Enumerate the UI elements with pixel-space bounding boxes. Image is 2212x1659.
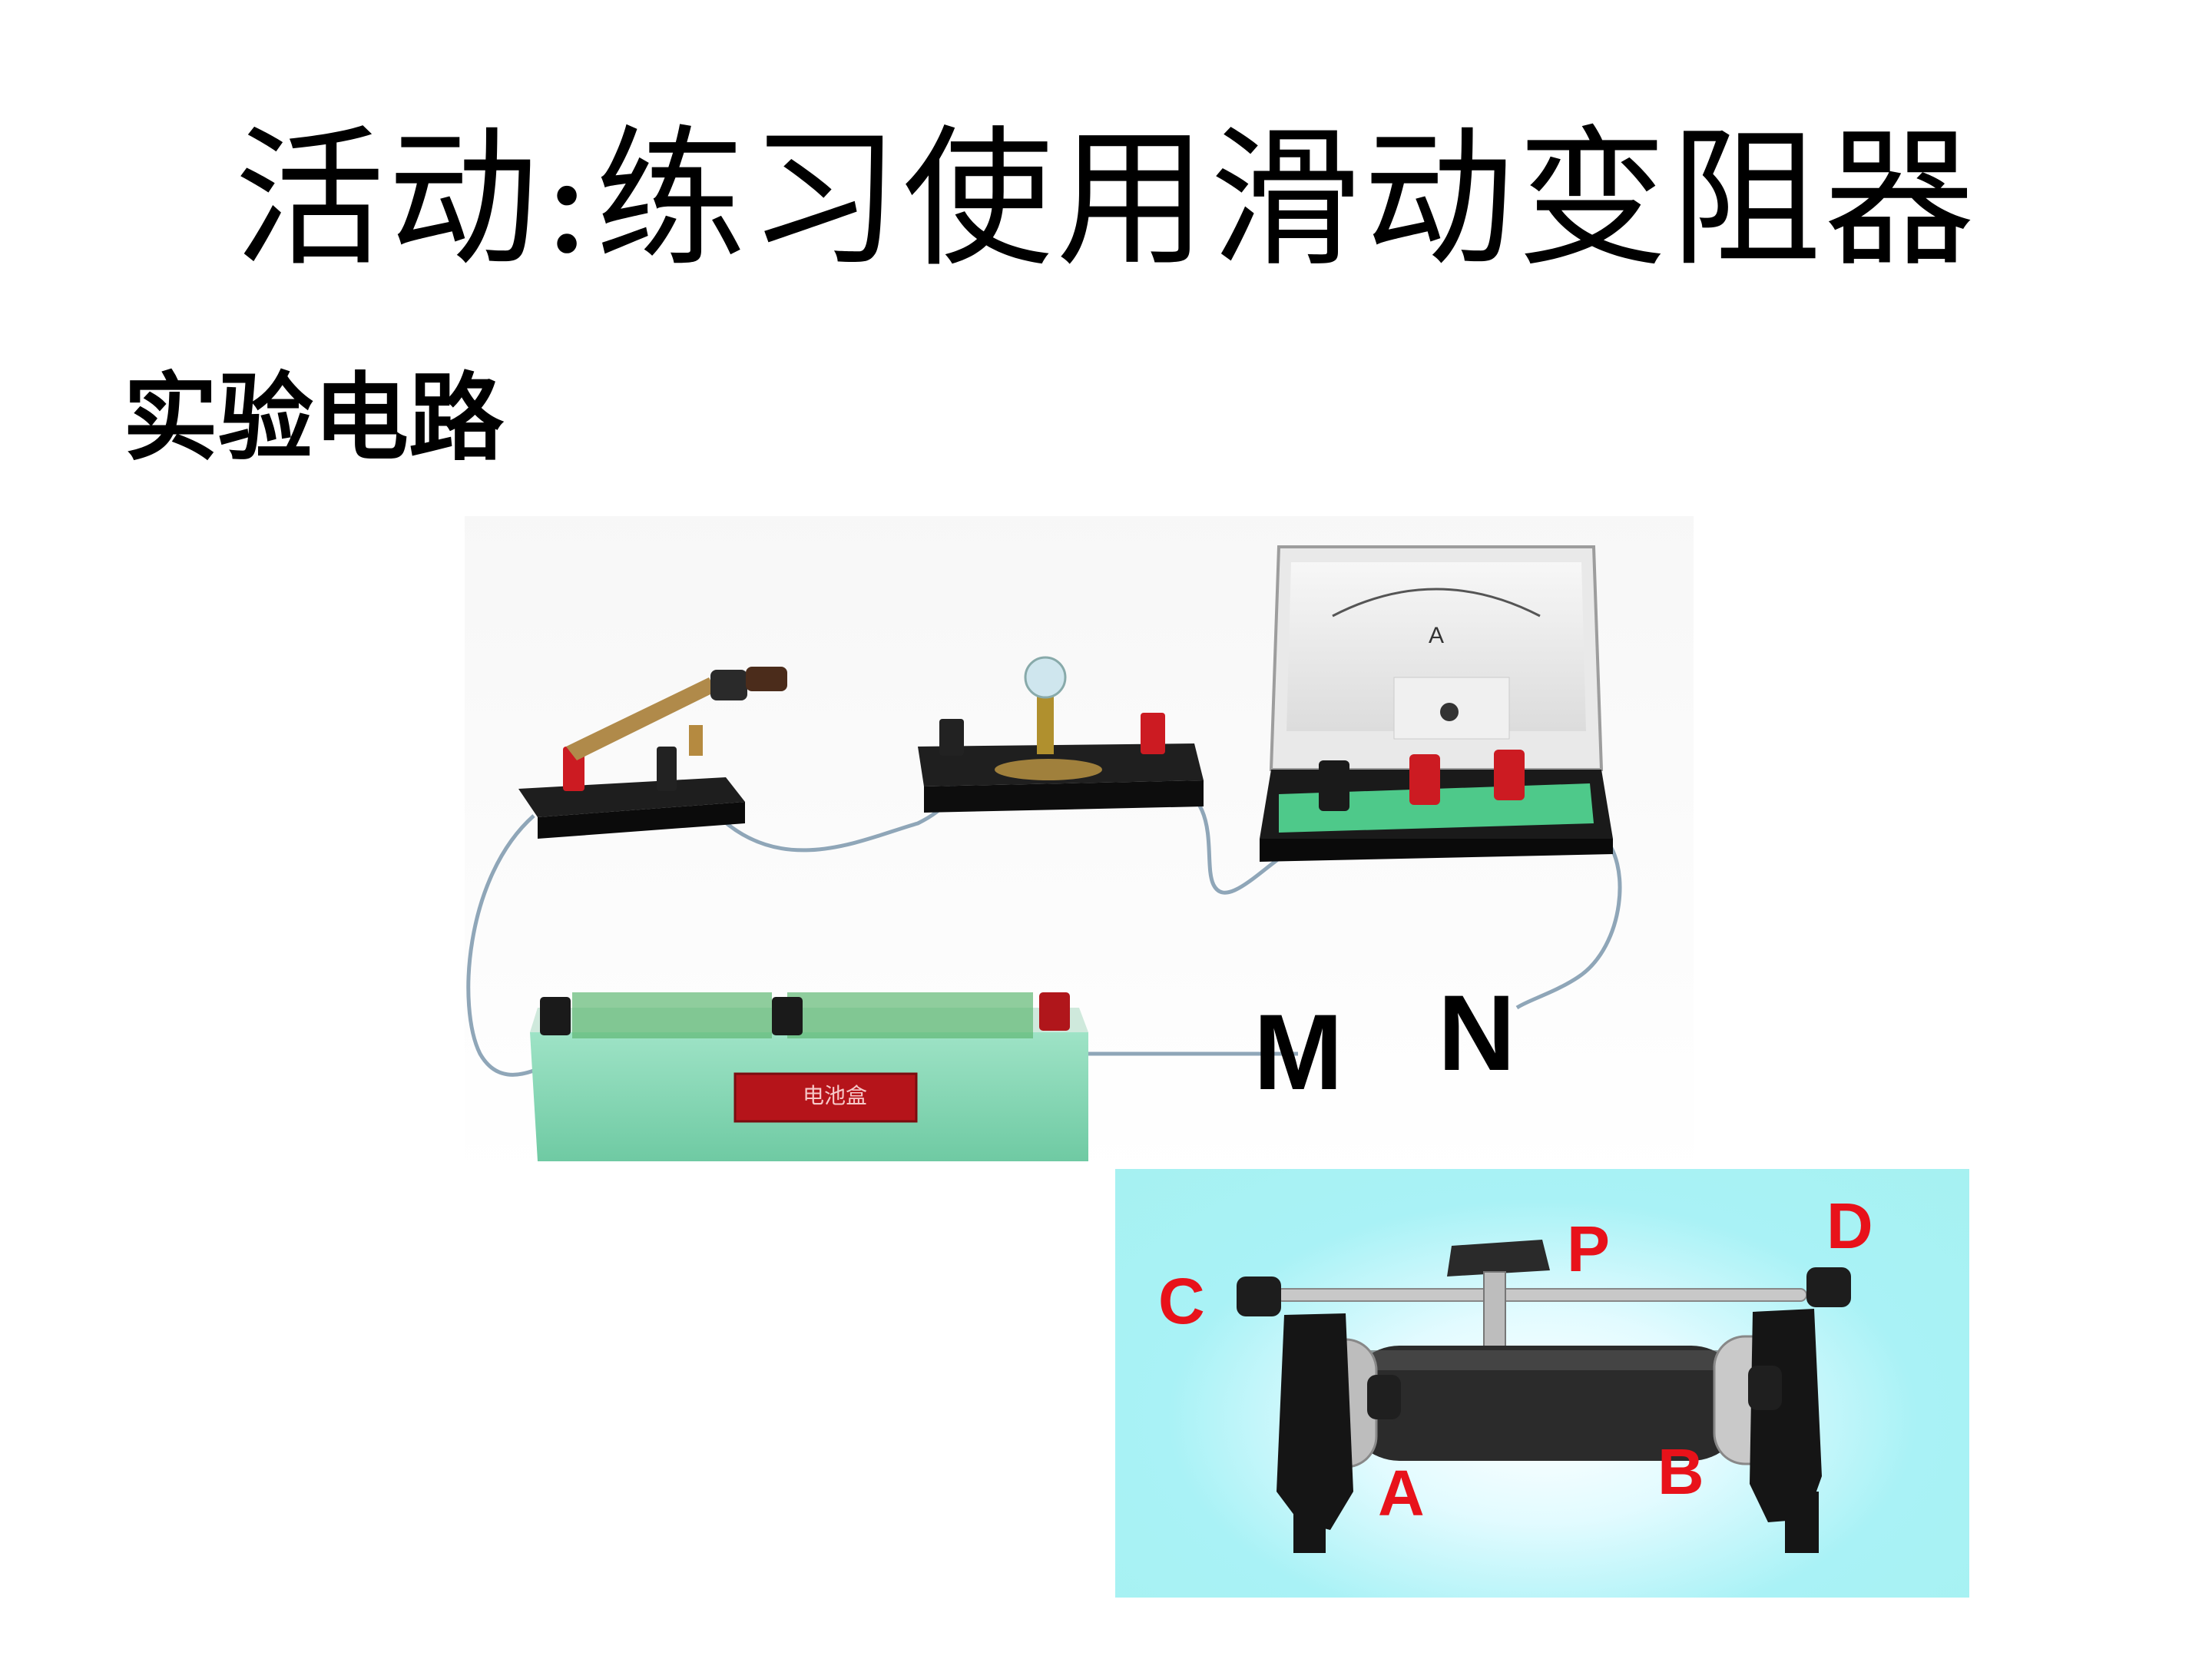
- rheostat-label-c: C: [1158, 1265, 1205, 1337]
- terminal-label-n: N: [1438, 972, 1516, 1093]
- terminal-label-m: M: [1253, 992, 1343, 1112]
- sliding-rheostat-illustration: [1237, 1240, 1851, 1553]
- battery-box: 电池盒: [530, 992, 1088, 1161]
- svg-text:电池盒: 电池盒: [803, 1083, 867, 1108]
- rheostat-label-d: D: [1826, 1190, 1873, 1262]
- lamp-holder: [918, 656, 1204, 813]
- rheostat-panel: C P D A B: [1115, 1169, 1969, 1598]
- svg-text:A: A: [1429, 623, 1444, 648]
- knife-switch: [518, 667, 787, 839]
- rheostat-label-p: P: [1567, 1213, 1611, 1285]
- rheostat-label-a: A: [1378, 1457, 1425, 1529]
- slide-title: 活动:练习使用滑动变阻器: [233, 112, 1979, 287]
- ammeter: A: [1260, 545, 1613, 862]
- circuit-photo: A 电池盒: [465, 516, 1694, 1184]
- rheostat-label-b: B: [1657, 1435, 1704, 1508]
- slide-subtitle: 实验电路: [123, 363, 505, 474]
